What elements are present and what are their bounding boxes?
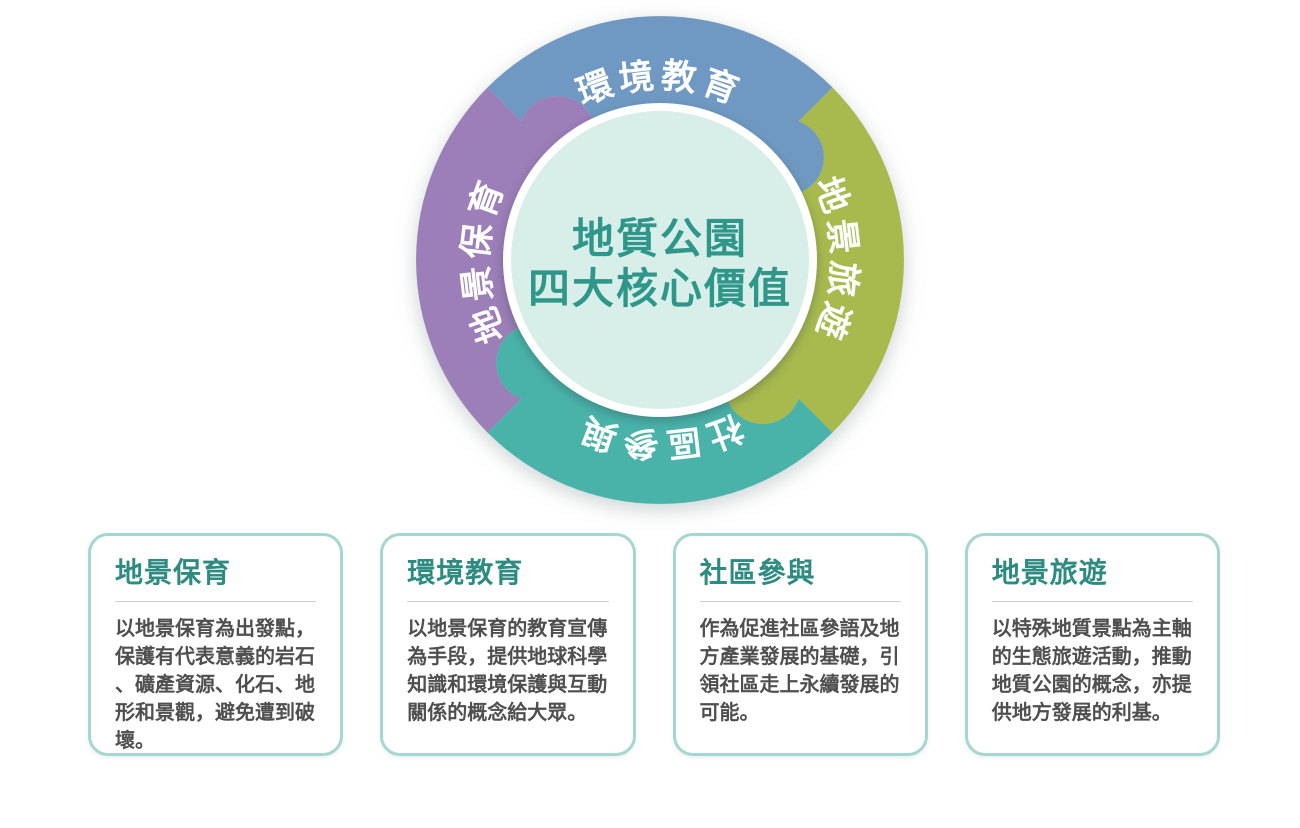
card-title: 環境教育 xyxy=(407,557,524,588)
core-values-wheel: 環境教育 地景旅遊 社區參與 地景保育 xyxy=(416,16,904,504)
card-divider xyxy=(991,601,1193,602)
card-divider xyxy=(115,601,317,602)
card-title: 地景旅遊 xyxy=(991,557,1108,588)
card-divider xyxy=(699,601,901,602)
card-title: 社區參與 xyxy=(699,557,816,588)
center-circle xyxy=(511,111,809,409)
value-cards-row: 地景保育 以地景保育為出發點，保護有代表意義的岩石、礦產資源、化石、地形和景觀，… xyxy=(88,533,1220,756)
wheel-center-title-line2: 四大核心價值 xyxy=(527,265,792,312)
card-environmental-education: 環境教育 以地景保育的教育宣傳為手段，提供地球科學知識和環境保護與互動關係的概念… xyxy=(380,533,636,756)
card-body: 以特殊地質景點為主軸的生態旅遊活動，推動地質公園的概念，亦提供地方發展的利基。 xyxy=(991,618,1192,724)
card-body: 作為促進社區參語及地方產業發展的基礎，引領社區走上永續發展的可能。 xyxy=(699,618,900,724)
card-landscape-conservation: 地景保育 以地景保育為出發點，保護有代表意義的岩石、礦產資源、化石、地形和景觀，… xyxy=(88,533,344,756)
card-landscape-tourism: 地景旅遊 以特殊地質景點為主軸的生態旅遊活動，推動地質公園的概念，亦提供地方發展… xyxy=(964,533,1220,756)
card-body: 以地景保育的教育宣傳為手段，提供地球科學知識和環境保護與互動關係的概念給大眾。 xyxy=(407,618,608,724)
wheel-center-title: 地質公園 四大核心價值 xyxy=(460,214,860,314)
card-title: 地景保育 xyxy=(115,557,232,588)
card-body: 以地景保育為出發點，保護有代表意義的岩石、礦產資源、化石、地形和景觀，避免遭到破… xyxy=(115,618,315,752)
card-community-participation: 社區參與 作為促進社區參語及地方產業發展的基礎，引領社區走上永續發展的可能。 xyxy=(672,533,928,756)
card-divider xyxy=(407,601,609,602)
wheel-center-title-line1: 地質公園 xyxy=(571,215,748,262)
